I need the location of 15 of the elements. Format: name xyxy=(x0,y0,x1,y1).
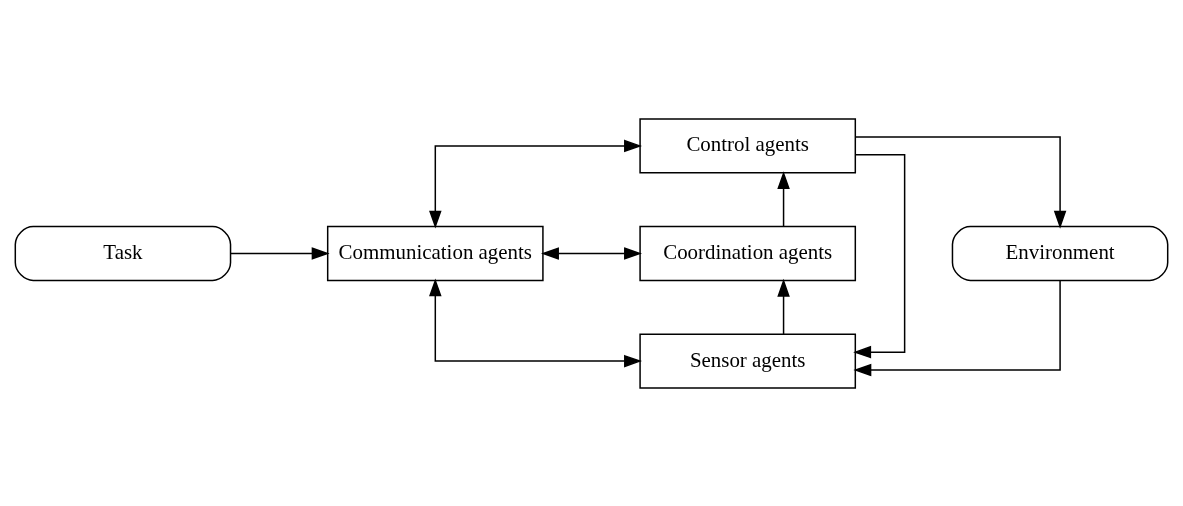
arrow xyxy=(777,278,790,335)
arrow xyxy=(429,277,642,367)
node-box: Coordination agents xyxy=(639,225,857,281)
arrow xyxy=(853,279,1061,376)
arrow xyxy=(777,170,790,227)
node-box: Task xyxy=(14,225,232,281)
arrow xyxy=(541,246,642,260)
node-box: Control agents xyxy=(639,117,857,174)
arrow xyxy=(429,139,642,229)
arrow xyxy=(853,153,906,358)
node-box: Environment xyxy=(951,225,1169,281)
arrow xyxy=(230,246,330,260)
node-box: Communication agents xyxy=(326,225,544,281)
node-box: Sensor agents xyxy=(639,332,857,389)
arrow xyxy=(854,135,1067,229)
